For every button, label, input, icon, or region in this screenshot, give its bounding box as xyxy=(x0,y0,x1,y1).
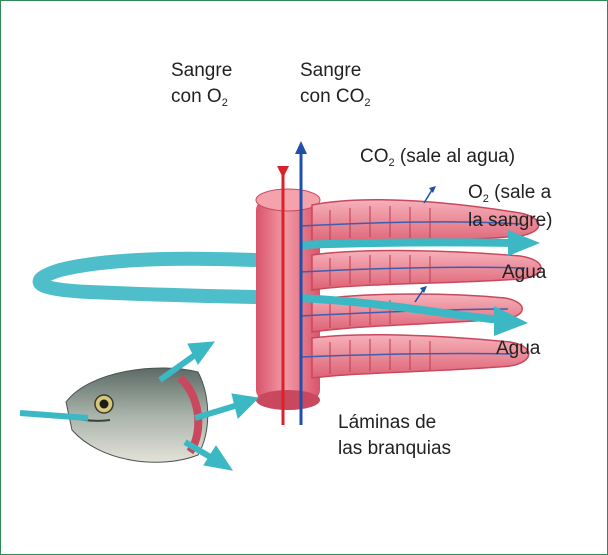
label-sangre-con-co2: Sangre con CO2 xyxy=(300,58,371,112)
label-sangre-co2-sub: 2 xyxy=(364,97,370,109)
label-sangre-o2-line2: con O xyxy=(171,86,222,107)
label-co2-suffix: (sale al agua) xyxy=(395,146,515,167)
blue-arrow-up-icon xyxy=(295,141,307,154)
label-sangre-o2-sub: 2 xyxy=(222,97,228,109)
label-laminas-line1: Láminas de xyxy=(338,410,451,436)
label-co2-sale-al-agua: CO2 (sale al agua) xyxy=(360,144,515,172)
label-o2-prefix: O xyxy=(468,182,483,203)
co2-exit-arrow-icon xyxy=(424,190,432,203)
label-sangre-con-o2: Sangre con O2 xyxy=(171,58,232,112)
label-sangre-o2-line1: Sangre xyxy=(171,58,232,84)
label-sangre-co2-line1: Sangre xyxy=(300,58,371,84)
label-co2-sub: 2 xyxy=(389,157,395,169)
label-o2-sub: 2 xyxy=(483,193,489,205)
label-o2-suffix: (sale a xyxy=(489,182,551,203)
label-o2-sale-a-la-sangre: O2 (sale a la sangre) xyxy=(468,180,553,234)
label-agua-1: Agua xyxy=(502,260,546,286)
label-laminas-line2: las branquias xyxy=(338,436,451,462)
label-co2-prefix: CO xyxy=(360,146,389,167)
label-agua-2: Agua xyxy=(496,336,540,362)
red-arrow-down-icon xyxy=(277,166,289,178)
label-o2-line2: la sangre) xyxy=(468,208,553,234)
label-sangre-co2-line2: con CO xyxy=(300,86,364,107)
label-laminas-branquias: Láminas de las branquias xyxy=(338,410,451,462)
